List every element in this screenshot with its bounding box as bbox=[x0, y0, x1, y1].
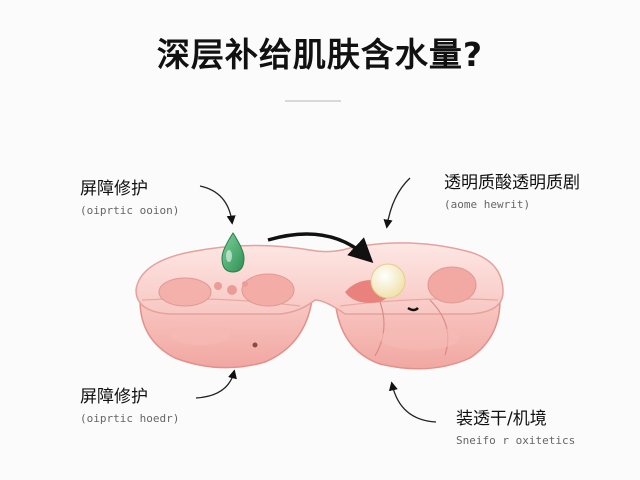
pointer-arrow-top-right bbox=[383, 177, 411, 229]
label-main: 透明质酸透明质剧 bbox=[444, 173, 580, 193]
label-main: 屏障修护 bbox=[80, 179, 148, 199]
cell-blob bbox=[427, 266, 477, 304]
cell-blob bbox=[241, 273, 295, 307]
title-divider bbox=[285, 100, 341, 102]
absorption-arrow bbox=[267, 232, 374, 264]
label-sub: (oiprtic ooion) bbox=[80, 204, 180, 217]
cell-blob bbox=[158, 277, 212, 307]
label-dry-environment: 装透干/机境 Sneifo r oxitetics bbox=[456, 404, 575, 447]
label-main: 装透干/机境 bbox=[456, 409, 547, 429]
label-sub: (aome hewrit) bbox=[444, 198, 531, 211]
label-main: 屏障修护 bbox=[80, 387, 148, 407]
pointer-arrow-bottom-right bbox=[388, 381, 437, 423]
label-barrier-repair-bottom: 屏障修护 (oiprtic hoedr) bbox=[80, 382, 179, 425]
pointer-arrow-top-left bbox=[199, 185, 236, 225]
label-barrier-repair-top: 屏障修护 (oiprtic ooion) bbox=[80, 174, 179, 217]
pointer-arrow-bottom-left bbox=[195, 369, 237, 399]
label-sub: (oiprtic hoedr) bbox=[80, 412, 180, 425]
label-hyaluronic-acid: 透明质酸透明质剧 (aome hewrit) bbox=[444, 168, 580, 211]
label-sub: Sneifo r oxitetics bbox=[456, 434, 576, 447]
droplet-icon bbox=[221, 232, 245, 273]
page-title: 深层补给肌肤含水量? bbox=[156, 35, 484, 74]
pearl-molecule bbox=[370, 263, 406, 299]
